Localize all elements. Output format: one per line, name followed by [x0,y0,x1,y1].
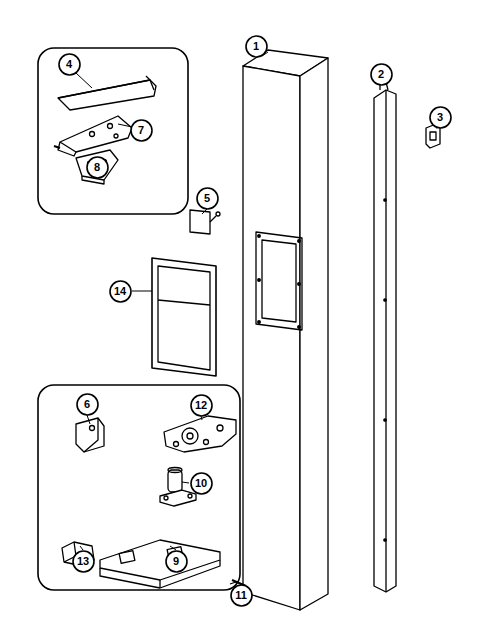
mounting-plate [100,540,220,588]
callout-number: 11 [235,590,247,601]
callout-number: 10 [195,478,207,489]
callout-circle: 7 [130,119,153,142]
bottom-hinge [164,416,236,452]
callout-circle: 3 [429,106,452,129]
callout-circle: 1 [245,35,268,58]
door-trim [374,82,396,592]
callout-number: 2 [378,69,384,80]
callout-number: 9 [173,556,179,567]
callout-number: 4 [66,59,72,70]
hinge-plate [54,116,132,156]
callout-circle: 12 [190,394,213,417]
callout-circle: 9 [165,550,188,573]
callout-circle: 4 [58,53,81,76]
callout-circle: 10 [190,472,213,495]
dispenser-cover [190,210,220,234]
callout-number: 12 [195,400,207,411]
callout-number: 7 [138,125,144,136]
callout-number: 5 [204,193,210,204]
callout-circle: 13 [72,550,95,573]
callout-number: 8 [94,162,100,173]
freezer-door [243,50,328,610]
hinge-cover [58,76,156,110]
callout-circle: 8 [86,156,109,179]
inset-panel [38,385,240,590]
callout-circle: 5 [196,187,219,210]
callout-number: 14 [114,286,126,297]
callout-number: 6 [84,399,90,410]
callout-circle: 6 [76,393,99,416]
hinge-shim [76,150,118,184]
callout-circle: 11 [230,584,253,607]
leader-line [76,52,440,584]
inset-panel [38,48,188,214]
callout-number: 1 [253,41,259,52]
callout-number: 13 [77,556,89,567]
callout-circle: 14 [109,280,132,303]
dispenser-frame [152,258,216,376]
callout-circle: 2 [370,63,393,86]
callout-number: 3 [437,112,443,123]
